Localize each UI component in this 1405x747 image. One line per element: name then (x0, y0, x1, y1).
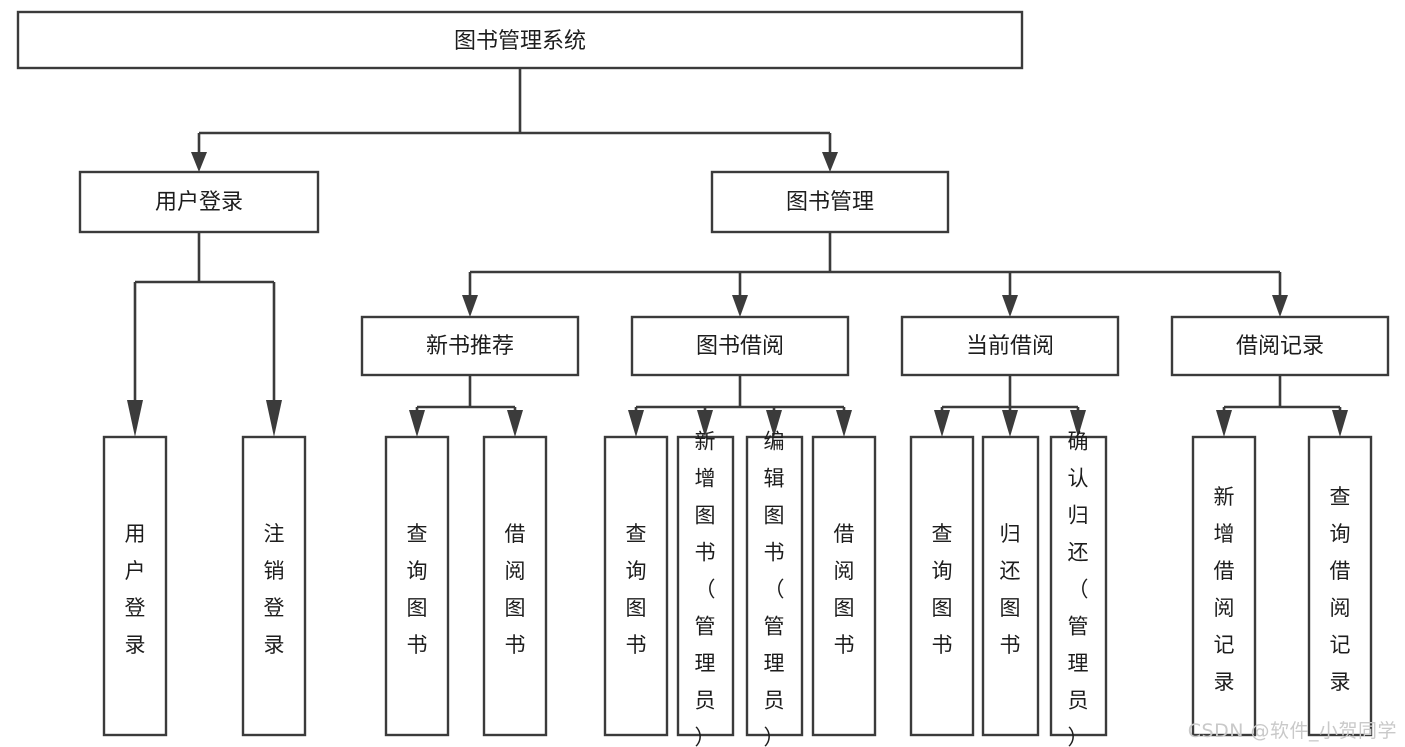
node-new-book-rec-box[interactable] (360, 315, 580, 377)
node-root[interactable]: 图书管理系统 (16, 10, 1024, 70)
node-leaf-borrow-book-1-box[interactable] (482, 435, 548, 737)
node-leaf-user-logout[interactable]: 注销登录 (241, 435, 307, 737)
node-leaf-user-login-label: 用户登录 (125, 522, 146, 657)
arrow-leaf-user-logout (266, 400, 282, 437)
node-leaf-add-record-label: 新增借阅记录 (1214, 485, 1235, 694)
arrow-leaf-edit-book (766, 410, 782, 437)
node-leaf-add-book-box[interactable] (676, 435, 735, 737)
node-leaf-borrow-book-1[interactable]: 借阅图书 (482, 435, 548, 737)
node-leaf-query-book-2[interactable]: 查询图书 (603, 435, 669, 737)
node-leaf-edit-book-box[interactable] (745, 435, 804, 737)
node-leaf-query-book-3-label: 查询图书 (932, 522, 953, 657)
node-leaf-query-book-1-box[interactable] (384, 435, 450, 737)
node-book-borrow-box[interactable] (630, 315, 850, 377)
node-current-borrow-box[interactable] (900, 315, 1120, 377)
node-leaf-confirm-return-label: 确认归还（管理员） (1068, 429, 1089, 747)
node-borrow-record-box[interactable] (1170, 315, 1390, 377)
arrow-to-user-login (191, 152, 207, 172)
node-leaf-borrow-book-2-label: 借阅图书 (834, 522, 855, 657)
node-leaf-confirm-return-box[interactable] (1049, 435, 1108, 737)
node-user-login-box[interactable] (78, 170, 320, 234)
arrow-leaf-confirm-return (1070, 410, 1086, 437)
node-leaf-add-record[interactable]: 新增借阅记录 (1191, 435, 1257, 737)
node-borrow-record-label: 借阅记录 (1236, 334, 1324, 359)
arrow-leaf-user-login (127, 400, 143, 437)
node-leaf-add-book-label: 新增图书（管理员） (695, 429, 716, 747)
node-leaf-user-logout-label: 注销登录 (264, 522, 285, 657)
arrow-to-book-mgmt (822, 152, 838, 172)
node-book-mgmt-label: 图书管理 (786, 190, 874, 215)
node-leaf-query-record[interactable]: 查询借阅记录 (1307, 435, 1373, 737)
node-leaf-user-logout-box[interactable] (241, 435, 307, 737)
node-user-login[interactable]: 用户登录 (78, 170, 320, 234)
node-leaf-return-book-label: 归还图书 (1000, 522, 1021, 657)
node-leaf-query-record-box[interactable] (1307, 435, 1373, 737)
node-leaf-borrow-book-2[interactable]: 借阅图书 (811, 435, 877, 737)
node-new-book-rec[interactable]: 新书推荐 (360, 315, 580, 377)
arrow-leaf-query-book-3 (934, 410, 950, 437)
arrow-leaf-return-book (1002, 410, 1018, 437)
node-leaf-query-book-2-box[interactable] (603, 435, 669, 737)
node-leaf-add-record-box[interactable] (1191, 435, 1257, 737)
node-leaf-borrow-book-1-label: 借阅图书 (505, 522, 526, 657)
node-book-borrow-label: 图书借阅 (696, 334, 784, 359)
arrow-leaf-query-book-2 (628, 410, 644, 437)
node-leaf-return-book-box[interactable] (981, 435, 1040, 737)
arrow-to-current-borrow (1002, 295, 1018, 317)
node-root-box[interactable] (16, 10, 1024, 70)
arrow-to-book-borrow (732, 295, 748, 317)
arrow-to-new-book-rec (462, 295, 478, 317)
node-leaf-query-book-2-label: 查询图书 (626, 522, 647, 657)
node-leaf-confirm-return[interactable]: 确认归还（管理员） (1049, 429, 1108, 747)
arrow-leaf-query-book-1 (409, 410, 425, 437)
node-user-login-label: 用户登录 (155, 190, 243, 215)
node-borrow-record[interactable]: 借阅记录 (1170, 315, 1390, 377)
arrow-leaf-add-record (1216, 410, 1232, 437)
node-leaf-user-login[interactable]: 用户登录 (102, 435, 168, 737)
arrow-leaf-borrow-book-2 (836, 410, 852, 437)
node-leaf-query-book-1[interactable]: 查询图书 (384, 435, 450, 737)
node-current-borrow[interactable]: 当前借阅 (900, 315, 1120, 377)
arrow-leaf-query-record (1332, 410, 1348, 437)
node-root-label: 图书管理系统 (454, 29, 586, 54)
node-leaf-edit-book-label: 编辑图书（管理员） (764, 429, 785, 747)
node-leaf-query-book-3[interactable]: 查询图书 (909, 435, 975, 737)
node-current-borrow-label: 当前借阅 (966, 334, 1054, 359)
node-leaf-query-book-3-box[interactable] (909, 435, 975, 737)
arrow-to-borrow-record (1272, 295, 1288, 317)
node-book-mgmt[interactable]: 图书管理 (710, 170, 950, 234)
node-leaf-add-book[interactable]: 新增图书（管理员） (676, 429, 735, 747)
node-new-book-rec-label: 新书推荐 (426, 334, 514, 359)
arrow-leaf-borrow-book-1 (507, 410, 523, 437)
connector-layer (127, 68, 1348, 437)
node-leaf-borrow-book-2-box[interactable] (811, 435, 877, 737)
node-book-mgmt-box[interactable] (710, 170, 950, 234)
node-leaf-edit-book[interactable]: 编辑图书（管理员） (745, 429, 804, 747)
node-book-borrow[interactable]: 图书借阅 (630, 315, 850, 377)
node-leaf-user-login-box[interactable] (102, 435, 168, 737)
node-leaf-query-record-label: 查询借阅记录 (1330, 485, 1351, 694)
node-leaf-return-book[interactable]: 归还图书 (981, 435, 1040, 737)
arrow-leaf-add-book (697, 410, 713, 437)
node-leaf-query-book-1-label: 查询图书 (407, 522, 428, 657)
